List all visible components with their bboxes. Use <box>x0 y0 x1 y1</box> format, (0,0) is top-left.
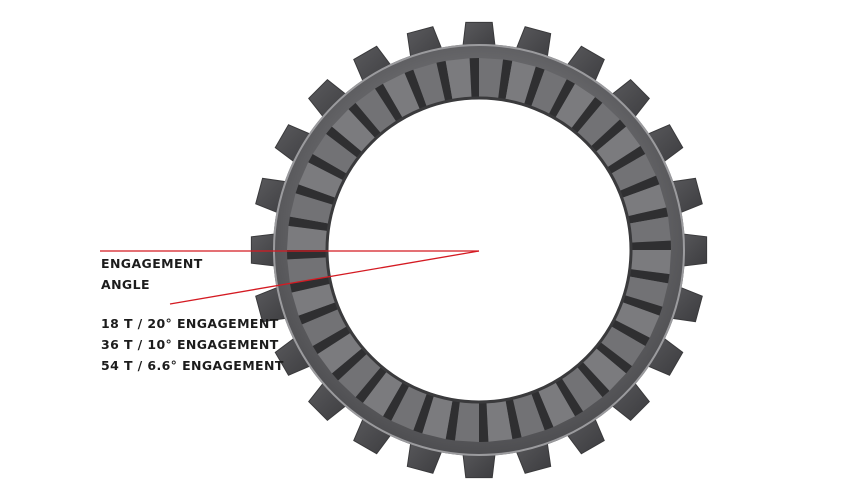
ratchet-tooth-shadow <box>570 97 603 134</box>
gear-bore <box>327 98 631 402</box>
spec-18t: 18 T / 20° ENGAGEMENT <box>101 316 279 331</box>
engagement-spec-list: 18 T / 20° ENGAGEMENT 36 T / 10° ENGAGEM… <box>101 313 284 376</box>
ratchet-tooth-shadow <box>383 381 410 421</box>
ratchet-tooth-ramp <box>614 301 660 338</box>
ratchet-tooth-shadow <box>413 392 435 434</box>
ratchet-tooth-shadow <box>288 216 330 231</box>
ratchet-tooth-ramp <box>331 109 376 153</box>
ratchet-tooth-ramp <box>555 83 596 129</box>
bore-edge <box>325 96 633 404</box>
ratchet-tooth-ramp <box>610 154 656 192</box>
spec-36t: 36 T / 10° ENGAGEMENT <box>101 337 279 352</box>
ratchet-tooth-ramp <box>454 400 479 442</box>
spec-54t: 54 T / 6.6° ENGAGEMENT <box>101 358 284 373</box>
gear-rim-highlight <box>273 44 685 456</box>
ratchet-tooth-shadow <box>630 240 671 250</box>
ratchet-tooth-shadow <box>590 119 627 153</box>
ratchet-tooth-shadow <box>312 326 352 355</box>
ratchet-tooth-ramp <box>287 225 329 250</box>
ratchet-tooth-shadow <box>348 102 382 139</box>
ratchet-tooth-ramp <box>479 58 504 100</box>
ratchet-tooth-ramp <box>289 193 334 224</box>
ratchet-tooth-ramp <box>317 332 363 374</box>
ratchet-tooth-ramp <box>624 276 669 307</box>
ratchet-tooth-ramp <box>582 347 627 391</box>
ratchet-tooth-shadow <box>298 301 339 325</box>
ratchet-tooth-ramp <box>422 395 453 440</box>
ratchet-tooth-ramp <box>595 126 641 168</box>
ratchet-tooth-shadow <box>287 250 328 260</box>
ratchet-tooth-ramp <box>298 162 344 199</box>
ratchet-tooth-shadow <box>355 366 388 403</box>
ratchet-tooth-shadow <box>374 83 403 123</box>
ratchet-teeth <box>287 58 671 442</box>
engagement-angle-label-line1: ENGAGEMENT <box>101 256 203 271</box>
ratchet-tooth-shadow <box>289 276 331 293</box>
ratchet-tooth-ramp <box>391 385 428 431</box>
ratchet-tooth-ramp <box>621 184 667 217</box>
ratchet-tooth-ramp <box>576 102 620 147</box>
ratchet-tooth-shadow <box>469 58 479 99</box>
ratchet-tooth-ramp <box>355 88 397 134</box>
ratchet-tooth-ramp <box>486 399 513 442</box>
ratchet-tooth-shadow <box>610 319 650 346</box>
ratchet-tooth-shadow <box>523 66 545 108</box>
engagement-angle-label-line2: ANGLE <box>101 277 150 292</box>
ratchet-tooth-shadow <box>595 341 632 374</box>
ratchet-tooth-ramp <box>512 392 545 438</box>
ratchet-tooth-shadow <box>436 60 453 102</box>
ratchet-tooth-ramp <box>530 69 567 115</box>
ratchet-tooth-ramp <box>629 250 671 275</box>
ratchet-tooth-shadow <box>331 347 368 381</box>
ratchet-tooth-ramp <box>302 308 348 346</box>
ratchet-tooth-ramp <box>291 283 337 316</box>
ratchet-tooth-shadow <box>498 59 513 101</box>
ratchet-tooth-shadow <box>326 126 363 159</box>
ratchet-tooth-shadow <box>606 145 646 174</box>
ratchet-tooth-shadow <box>530 390 554 431</box>
engagement-angle-label: ENGAGEMENT ANGLE <box>101 253 203 295</box>
ratchet-tooth-shadow <box>445 399 460 441</box>
ratchet-tooth-ramp <box>561 366 603 412</box>
ratchet-tooth-ramp <box>445 58 472 101</box>
ratchet-tooth-ramp <box>600 326 646 367</box>
ratchet-tooth-shadow <box>555 377 584 417</box>
ratchet-tooth-shadow <box>308 154 348 181</box>
ratchet-tooth-shadow <box>627 207 669 224</box>
ratchet-tooth-shadow <box>404 69 428 110</box>
ratchet-tooth-ramp <box>338 353 382 398</box>
ratchet-tooth-ramp <box>628 216 671 243</box>
ratchet-tooth-ramp <box>362 371 403 417</box>
ratchet-tooth-shadow <box>619 175 660 199</box>
ratchet-tooth-shadow <box>628 269 670 284</box>
ratchet-tooth-ramp <box>383 73 421 119</box>
ratchet-tooth-shadow <box>548 79 575 119</box>
ratchet-tooth-shadow <box>505 398 522 440</box>
angle-line-diagonal <box>169 250 480 305</box>
ratchet-tooth-ramp <box>413 62 446 108</box>
ratchet-tooth-shadow <box>479 401 489 442</box>
ratchet-tooth-ramp <box>537 381 575 427</box>
ratchet-tooth-ramp <box>312 133 358 174</box>
ratchet-tooth-shadow <box>295 184 337 206</box>
ratchet-tooth-shadow <box>621 294 663 316</box>
ratchet-tooth-ramp <box>287 257 330 284</box>
ratchet-tooth-ramp <box>505 60 536 105</box>
ratchet-tooth-shadow <box>576 361 610 398</box>
